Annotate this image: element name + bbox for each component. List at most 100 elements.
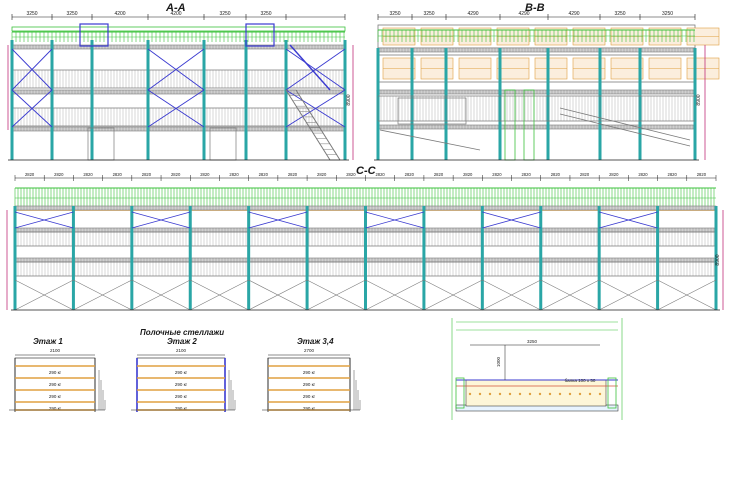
aa-hatch-frame [79, 23, 109, 47]
cc-column [597, 206, 601, 310]
cc-column [305, 206, 309, 310]
cc-dimension-label: 2820 [113, 172, 123, 177]
aa-guardrail-3 [11, 107, 346, 127]
bb-dimension-label: 3250 [389, 11, 400, 17]
cc-cross-brace [248, 211, 308, 229]
deck-beam [11, 126, 346, 132]
aa-cross-brace [147, 48, 205, 91]
cc-dimension-chain: 2820 2820 2820 2820 2820 2820 2820 2820 2820 2820… [14, 172, 717, 181]
cc-dimension-label: 2820 [463, 172, 473, 177]
cc-column [480, 206, 484, 310]
cc-dimension-label: 2820 [697, 172, 707, 177]
cc-column [71, 206, 75, 310]
cc-column [656, 206, 660, 310]
bb-conveyor [559, 107, 691, 141]
bb-column [410, 48, 414, 160]
detail-beam-label: балка 100 х 50 [565, 378, 596, 383]
bb-conveyor [379, 129, 481, 151]
deck-beam [377, 124, 696, 130]
aa-cross-brace [285, 48, 346, 91]
cc-column [247, 206, 251, 310]
bb-conveyor [559, 113, 691, 147]
shelf-unit-2-title: Этаж 2 [167, 337, 197, 346]
bb-machine [397, 97, 467, 125]
aa-brace-diagonal [289, 44, 331, 91]
shelf-unit-width-label: 2700 [304, 348, 315, 353]
cc-dimension-label: 2820 [346, 172, 356, 177]
section-aa-title: A-A [166, 2, 186, 14]
detail-fastener [498, 392, 502, 396]
aa-top-railing [11, 31, 345, 42]
bb-dimension-label: 3250 [423, 11, 434, 17]
section-cc: 2820 2820 2820 2820 2820 2820 2820 2820 2820 2820… [6, 172, 724, 311]
bb-column [546, 48, 550, 160]
aa-cross-brace [147, 89, 205, 128]
detail-fastener [558, 392, 562, 396]
aa-height-label: 8900 [346, 94, 352, 105]
aa-cross-brace [11, 48, 53, 91]
cc-dimension-label: 2820 [229, 172, 239, 177]
shelving-caption: Полочные стеллажи [140, 328, 225, 337]
aa-cross-brace [285, 89, 346, 128]
detail-fastener [598, 392, 602, 396]
cc-dimension-label: 2820 [405, 172, 415, 177]
bb-top-railing [377, 29, 695, 42]
shelf-load-label: 290 кг [175, 406, 188, 411]
shelf-load-label: 290 кг [175, 370, 188, 375]
bb-dimension-label: 4290 [568, 11, 579, 17]
cc-cross-brace [131, 211, 191, 229]
detail-deck-section [465, 379, 607, 407]
cc-column [13, 206, 17, 310]
aa-door [209, 127, 237, 161]
aa-cross-brace [11, 89, 53, 128]
section-bb-title: B-B [525, 2, 545, 14]
bb-column [444, 48, 448, 160]
detail-fastener [468, 392, 472, 396]
detail-fastener [518, 392, 522, 396]
cc-dimension-label: 2820 [434, 172, 444, 177]
detail-fastener [528, 392, 532, 396]
shelf-load-label: 290 кг [303, 406, 316, 411]
aa-hatch-frame [245, 23, 275, 47]
bb-height-label: 8900 [696, 94, 702, 105]
cc-column [130, 206, 134, 310]
cc-lower-brace [14, 279, 74, 311]
aa-column [202, 40, 206, 160]
shelf-unit-width-label: 2100 [50, 348, 61, 353]
detail-fastener [538, 392, 542, 396]
aa-column [50, 40, 54, 160]
cc-dimension-label: 2820 [25, 172, 35, 177]
cc-cross-brace [14, 211, 74, 229]
aa-dimension-label: 3250 [219, 11, 230, 17]
bb-dimension-label: 3250 [614, 11, 625, 17]
shelf-load-label: 290 кг [303, 394, 316, 399]
aa-guardrail-2 [11, 69, 346, 89]
deck-beam [11, 44, 346, 50]
cc-dimension-label: 2820 [259, 172, 269, 177]
cc-lower-brace [365, 279, 425, 311]
deck-beam [11, 89, 346, 95]
detail-height-label: 1000 [496, 356, 501, 367]
shelf-load-label: 290 кг [175, 394, 188, 399]
shelf-load-label: 290 кг [303, 382, 316, 387]
bb-dimension-label: 3250 [662, 11, 673, 17]
bb-deck-level-2 [377, 89, 696, 95]
cc-lower-brace [131, 279, 191, 311]
cc-column [188, 206, 192, 310]
bb-deck-level-1 [377, 47, 696, 53]
cc-column [422, 206, 426, 310]
aa-deck-level-3 [11, 126, 346, 132]
aa-deck-level-1 [11, 44, 346, 50]
cc-top-railing [14, 187, 716, 208]
shelf-unit-1-title: Этаж 1 [33, 337, 63, 346]
cc-lower-brace [540, 279, 600, 311]
cc-dimension-label: 2820 [83, 172, 93, 177]
aa-dimension-label: 3250 [66, 11, 77, 17]
shelf-load-label: 290 кг [49, 370, 62, 375]
cc-dimension-label: 2820 [609, 172, 619, 177]
cc-lower-brace [248, 279, 308, 311]
